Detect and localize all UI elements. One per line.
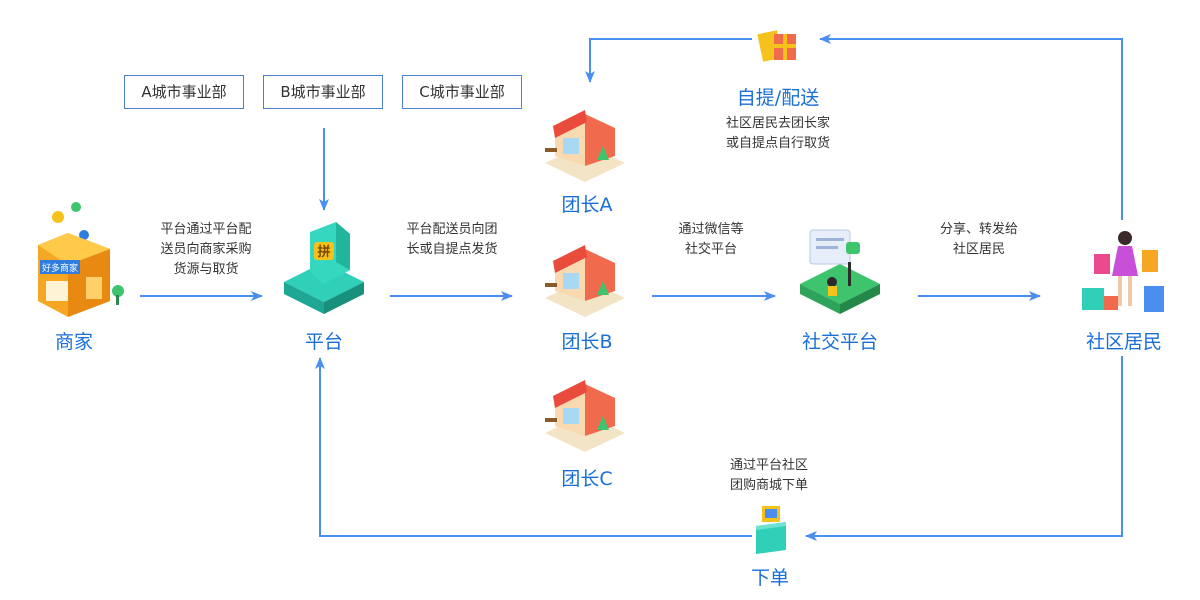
social-platform-label: 社交平台: [801, 331, 878, 353]
edge-label-pickup: 社区居民去团长家 或自提点自行取货: [708, 114, 848, 154]
edge-label-line: 社交平台: [684, 242, 737, 257]
edge-label-line: 通过平台社区: [729, 458, 808, 473]
leader-a-label: 团长A: [561, 194, 613, 216]
arrow-order-platform: [315, 357, 752, 537]
leader-c-label: 团长C: [561, 468, 613, 490]
platform-mark: 拼: [317, 244, 330, 260]
edge-label-line: 平台配送员向团: [406, 222, 498, 237]
leader-b-label: 团长B: [561, 331, 613, 353]
store-sign: 好多商家: [42, 262, 78, 274]
department-a-box: A城市事业部: [124, 75, 244, 109]
leader-a-shop-icon: [545, 110, 625, 182]
department-c-box: C城市事业部: [402, 75, 522, 109]
edge-label-line: 通过微信等: [678, 222, 744, 237]
order-terminal-icon: [756, 506, 786, 554]
edge-label-leader-social: 通过微信等 社交平台: [656, 220, 766, 260]
residents-shopping-icon: [1082, 231, 1164, 312]
social-platform-icon: [800, 229, 880, 314]
pickup-gift-icon: [757, 30, 796, 62]
edge-label-line: 送员向商家采购: [160, 242, 252, 257]
platform-label: 平台: [304, 331, 343, 353]
arrow-residents-pickup: [819, 34, 1123, 220]
merchant-store-icon: 好多商家: [38, 202, 124, 317]
merchant-label: 商家: [54, 331, 93, 353]
department-b-box: B城市事业部: [263, 75, 383, 109]
edge-label-line: 长或自提点发货: [406, 242, 498, 257]
leader-b-shop-icon: [545, 245, 625, 317]
leader-c-shop-icon: [545, 380, 625, 452]
edge-label-merchant-platform: 平台通过平台配 送员向商家采购 货源与取货: [146, 220, 266, 280]
edge-label-line: 或自提点自行取货: [725, 136, 830, 151]
edge-label-line: 平台通过平台配: [160, 222, 252, 237]
edge-label-line: 货源与取货: [173, 262, 239, 277]
edge-label-line: 社区居民: [952, 242, 1005, 257]
edge-label-social-residents: 分享、转发给 社区居民: [924, 220, 1034, 260]
residents-label: 社区居民: [1085, 331, 1162, 353]
arrow-residents-order: [805, 356, 1123, 541]
arrows: [140, 34, 1123, 541]
edge-label-order: 通过平台社区 团购商城下单: [714, 456, 824, 496]
arrow-pickup-leader: [585, 38, 752, 83]
pickup-label: 自提/配送: [736, 87, 820, 109]
platform-icon: 拼: [284, 222, 364, 314]
edge-label-line: 分享、转发给: [939, 222, 1018, 237]
edge-label-line: 社区居民去团长家: [725, 116, 830, 131]
edge-label-line: 团购商城下单: [729, 478, 808, 493]
order-label: 下单: [750, 567, 789, 589]
edge-label-platform-leader: 平台配送员向团 长或自提点发货: [392, 220, 512, 260]
